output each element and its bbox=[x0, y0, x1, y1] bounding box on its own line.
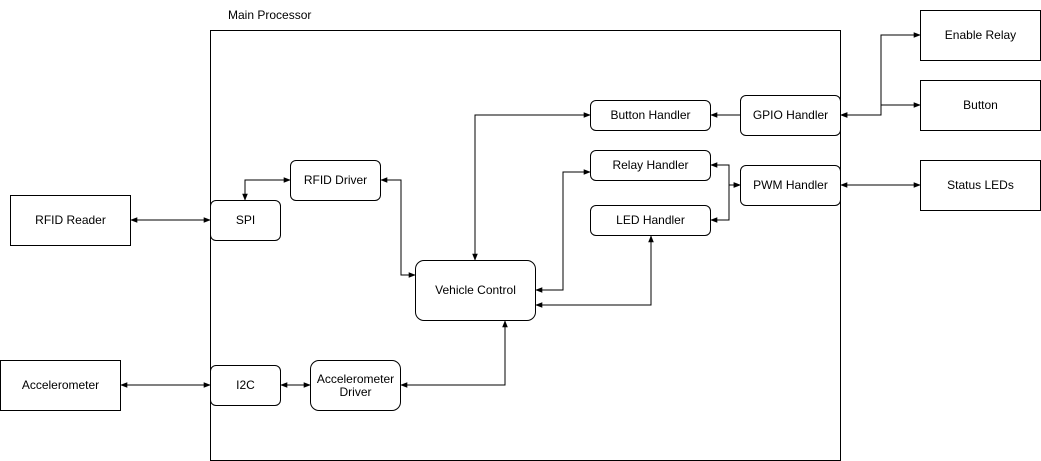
enable-relay-block: Enable Relay bbox=[920, 10, 1041, 61]
status-leds-block: Status LEDs bbox=[920, 160, 1041, 211]
connector-gpio-handler-button bbox=[840, 102, 921, 118]
main-processor-title: Main Processor bbox=[228, 8, 312, 22]
spi-block: SPI bbox=[210, 200, 281, 241]
connector-rfid-driver-vehicle-control bbox=[380, 177, 416, 278]
led-handler-block: LED Handler bbox=[590, 205, 711, 236]
rfid-driver-block: RFID Driver bbox=[290, 160, 381, 201]
vehicle-control-block: Vehicle Control bbox=[415, 260, 536, 321]
connector-vehicle-control-led-handler bbox=[535, 235, 654, 308]
connector-vehicle-control-button-handler bbox=[472, 112, 591, 261]
connector-led-handler-pwm-handler bbox=[710, 182, 741, 223]
accelerometer-block: Accelerometer bbox=[0, 360, 121, 411]
rfid-reader-block: RFID Reader bbox=[10, 195, 131, 246]
i2c-block: I2C bbox=[210, 365, 281, 406]
button-handler-block: Button Handler bbox=[590, 100, 711, 131]
connector-accelerometer-driver-vehicle-control bbox=[400, 320, 508, 388]
gpio-handler-block: GPIO Handler bbox=[740, 95, 841, 136]
button-block: Button bbox=[920, 80, 1041, 131]
accelerometer-driver-block: Accelerometer Driver bbox=[310, 360, 401, 411]
pwm-handler-block: PWM Handler bbox=[740, 165, 841, 206]
relay-handler-block: Relay Handler bbox=[590, 150, 711, 181]
connector-gpio-handler-enable-relay bbox=[840, 32, 921, 118]
connector-spi-rfid-driver bbox=[242, 177, 291, 201]
